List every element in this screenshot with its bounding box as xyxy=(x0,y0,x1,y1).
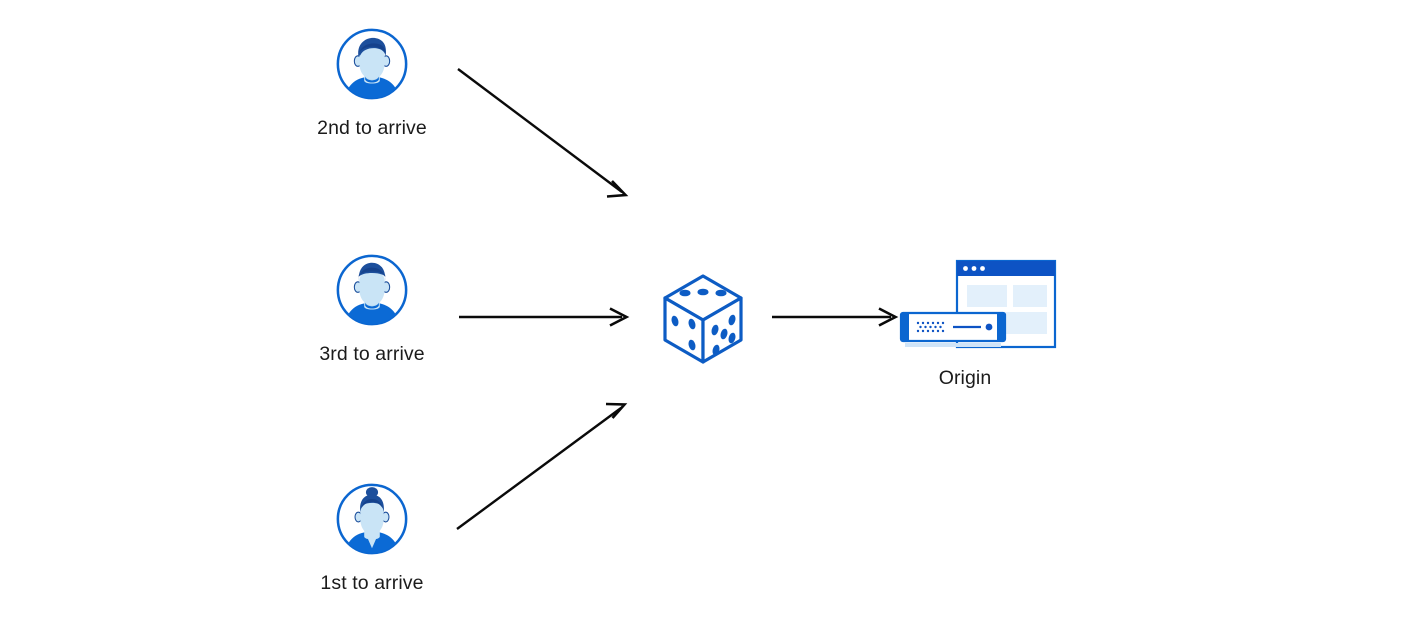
node-label: 1st to arrive xyxy=(320,572,424,594)
dice-icon xyxy=(648,262,758,372)
user-avatar-icon xyxy=(333,251,411,329)
node-label: Origin xyxy=(938,367,992,389)
node-label: 2nd to arrive xyxy=(317,117,427,139)
user-avatar-icon xyxy=(333,480,411,558)
connector-2nd-to-loadbalancer xyxy=(457,68,629,198)
connector-1st-to-loadbalancer xyxy=(456,402,628,530)
node-origin[interactable]: Origin xyxy=(870,255,1060,390)
user-avatar-icon xyxy=(333,25,411,103)
node-client-2nd[interactable]: 2nd to arrive xyxy=(292,25,452,140)
connector-3rd-to-loadbalancer xyxy=(459,307,630,327)
node-client-1st[interactable]: 1st to arrive xyxy=(292,480,452,595)
origin-server-icon xyxy=(895,255,1057,355)
node-label: 3rd to arrive xyxy=(319,343,425,365)
rack-server-device xyxy=(899,311,1007,347)
node-client-3rd[interactable]: 3rd to arrive xyxy=(292,251,452,366)
node-load-balancer[interactable] xyxy=(648,262,758,372)
